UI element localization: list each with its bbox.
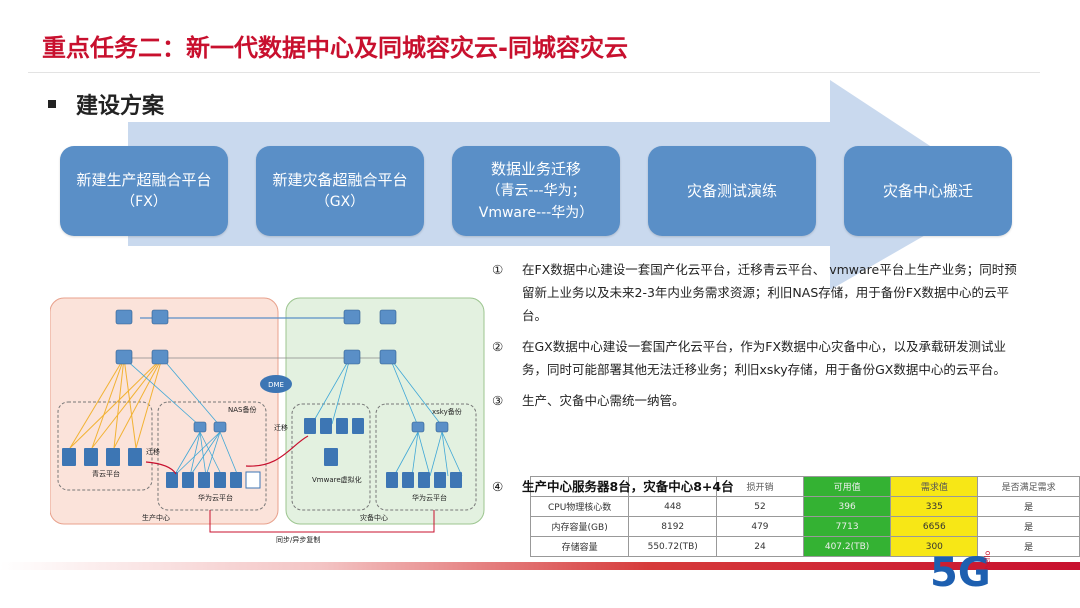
note-1: ① 在FX数据中心建设一套国产化云平台，迁移青云平台、 vmware平台上生产业务… [492, 258, 1028, 327]
table-cell: 是 [977, 516, 1080, 537]
table-cell: 6656 [890, 516, 979, 537]
step-3-line1: 数据业务迁移 [490, 160, 581, 178]
note-2-num: ② [492, 339, 504, 354]
logo-text: 5G [930, 550, 991, 596]
table-cell: 内存容量(GB) [529, 516, 630, 537]
table-cell: 396 [802, 496, 892, 517]
table-header-cell: 可用值 [802, 476, 892, 497]
notes-list: ① 在FX数据中心建设一套国产化云平台，迁移青云平台、 vmware平台上生产业务… [492, 258, 1028, 420]
table-cell: 是 [977, 536, 1080, 557]
table-header-cell: 需求值 [890, 476, 979, 497]
dr-center-label: 灾备中心 [360, 513, 388, 522]
table-cell: 479 [716, 516, 804, 537]
note-3-num: ③ [492, 393, 504, 408]
square-bullet-icon [48, 100, 56, 108]
step-3: 数据业务迁移 （青云---华为； Vmware---华为） [452, 146, 620, 236]
table-cell: 335 [890, 496, 979, 517]
table-cell: 448 [628, 496, 718, 517]
table-cell: CPU物理核心数 [529, 496, 630, 517]
vmware-label: Vmware虚拟化 [312, 475, 362, 484]
production-center-label: 生产中心 [142, 513, 170, 522]
table-cell: 300 [890, 536, 979, 557]
migrate-left-label: 迁移 [146, 447, 160, 456]
title-divider [28, 72, 1040, 73]
step-1: 新建生产超融合平台 （FX） [60, 146, 228, 236]
note-3: ③ 生产、灾备中心需统一纳管。 [492, 389, 1028, 412]
table-row: 存储容量 550.72(TB) 24 407.2(TB) 300 是 [529, 536, 1080, 557]
hello-5g-logo: 5G hello [930, 550, 992, 596]
page-title: 重点任务二：新一代数据中心及同城容灾云-同城容灾云 [42, 34, 628, 62]
note-2-text: 在GX数据中心建设一套国产化云平台，作为FX数据中心灾备中心，以及承载研发测试业… [522, 339, 1007, 377]
note-4: ④ 生产中心服务器8台，灾备中心8+4台 [492, 476, 734, 495]
migrate-right-label: 迁移 [274, 423, 288, 432]
qingyun-label: 青云平台 [92, 469, 120, 478]
table-cell: 7713 [802, 516, 892, 537]
table-cell: 是 [977, 496, 1080, 517]
dme-label: DME [268, 381, 284, 389]
step-3-line2: （青云---华为； [486, 183, 586, 199]
step-1-line1: 新建生产超融合平台 [76, 171, 212, 189]
note-2: ② 在GX数据中心建设一套国产化云平台，作为FX数据中心灾备中心，以及承载研发测试… [492, 335, 1028, 381]
step-4-line1: 灾备测试演练 [686, 182, 777, 200]
table-cell: 存储容量 [529, 536, 630, 557]
table-row: CPU物理核心数 448 52 396 335 是 [529, 496, 1080, 517]
step-2-line1: 新建灾备超融合平台 [272, 171, 408, 189]
xsky-backup-label: xsky备份 [432, 407, 462, 416]
step-5-line1: 灾备中心搬迁 [882, 182, 973, 200]
step-2-line2: （GX） [315, 194, 365, 210]
network-topology-diagram: DME 青云平台 华为云平台 Vmware虚拟化 华为云平台 NAS备份 xsk… [50, 297, 485, 544]
note-4-text: 生产中心服务器8台，灾备中心8+4台 [522, 479, 734, 494]
logo-sub: hello [983, 551, 992, 570]
table-cell: 550.72(TB) [628, 536, 718, 557]
nas-backup-label: NAS备份 [228, 405, 256, 414]
footer-red-band [0, 562, 1080, 570]
table-cell: 8192 [628, 516, 718, 537]
process-arrow [128, 80, 1000, 290]
table-row: 内存容量(GB) 8192 479 7713 6656 是 [529, 516, 1080, 537]
step-3-line3: Vmware---华为） [478, 205, 594, 221]
section-heading-text: 建设方案 [76, 94, 165, 119]
table-cell: 407.2(TB) [802, 536, 892, 557]
note-1-num: ① [492, 262, 504, 277]
step-1-line2: （FX） [121, 194, 167, 210]
note-4-num: ④ [492, 479, 504, 494]
huawei-right-label: 华为云平台 [412, 493, 447, 502]
section-heading: 建设方案 [48, 88, 164, 120]
table-cell: 24 [716, 536, 804, 557]
table-header-cell: 是否满足需求 [977, 476, 1080, 497]
huawei-left-label: 华为云平台 [198, 493, 233, 502]
table-header-row: 损开销 可用值 需求值 是否满足需求 [529, 476, 1080, 497]
step-4: 灾备测试演练 [648, 146, 816, 236]
note-1-text: 在FX数据中心建设一套国产化云平台，迁移青云平台、 vmware平台上生产业务；… [522, 262, 1017, 323]
table-cell: 52 [716, 496, 804, 517]
step-5: 灾备中心搬迁 [844, 146, 1012, 236]
step-2: 新建灾备超融合平台 （GX） [256, 146, 424, 236]
note-3-text: 生产、灾备中心需统一纳管。 [522, 393, 685, 408]
sync-label: 同步/异步复制 [276, 535, 320, 544]
capacity-table: 损开销 可用值 需求值 是否满足需求 CPU物理核心数 448 52 396 3… [529, 476, 1080, 557]
